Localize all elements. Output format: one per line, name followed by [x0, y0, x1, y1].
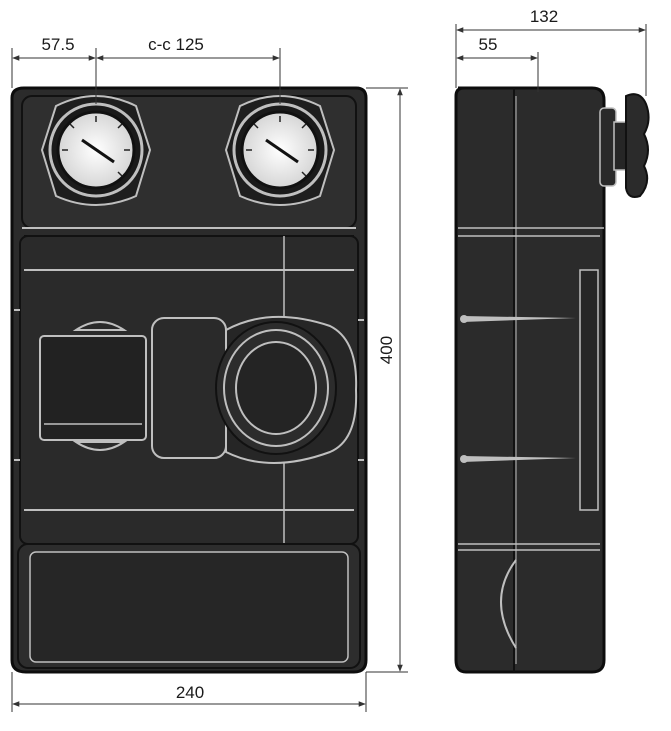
- dim-label-132: 132: [530, 7, 558, 26]
- side-view: [454, 86, 650, 674]
- dim-label-240: 240: [176, 683, 204, 702]
- dimension-lines: [11, 24, 647, 712]
- side-housing: [454, 86, 606, 674]
- circulation-pump: [215, 315, 358, 464]
- front-view: [10, 86, 368, 674]
- dim-label-400: 400: [377, 336, 396, 364]
- right-thermometer-gauge: [224, 95, 336, 206]
- controller-box: [39, 321, 147, 451]
- right-gauge-needle: [265, 138, 299, 164]
- dim-label-57-5: 57.5: [41, 35, 74, 54]
- dim-label-cc-125: c-c 125: [148, 35, 204, 54]
- dim-label-55: 55: [479, 35, 498, 54]
- valve-knob: [599, 93, 650, 198]
- pump-cover: [151, 317, 227, 459]
- left-gauge-needle: [81, 138, 115, 164]
- left-thermometer-gauge: [40, 95, 152, 206]
